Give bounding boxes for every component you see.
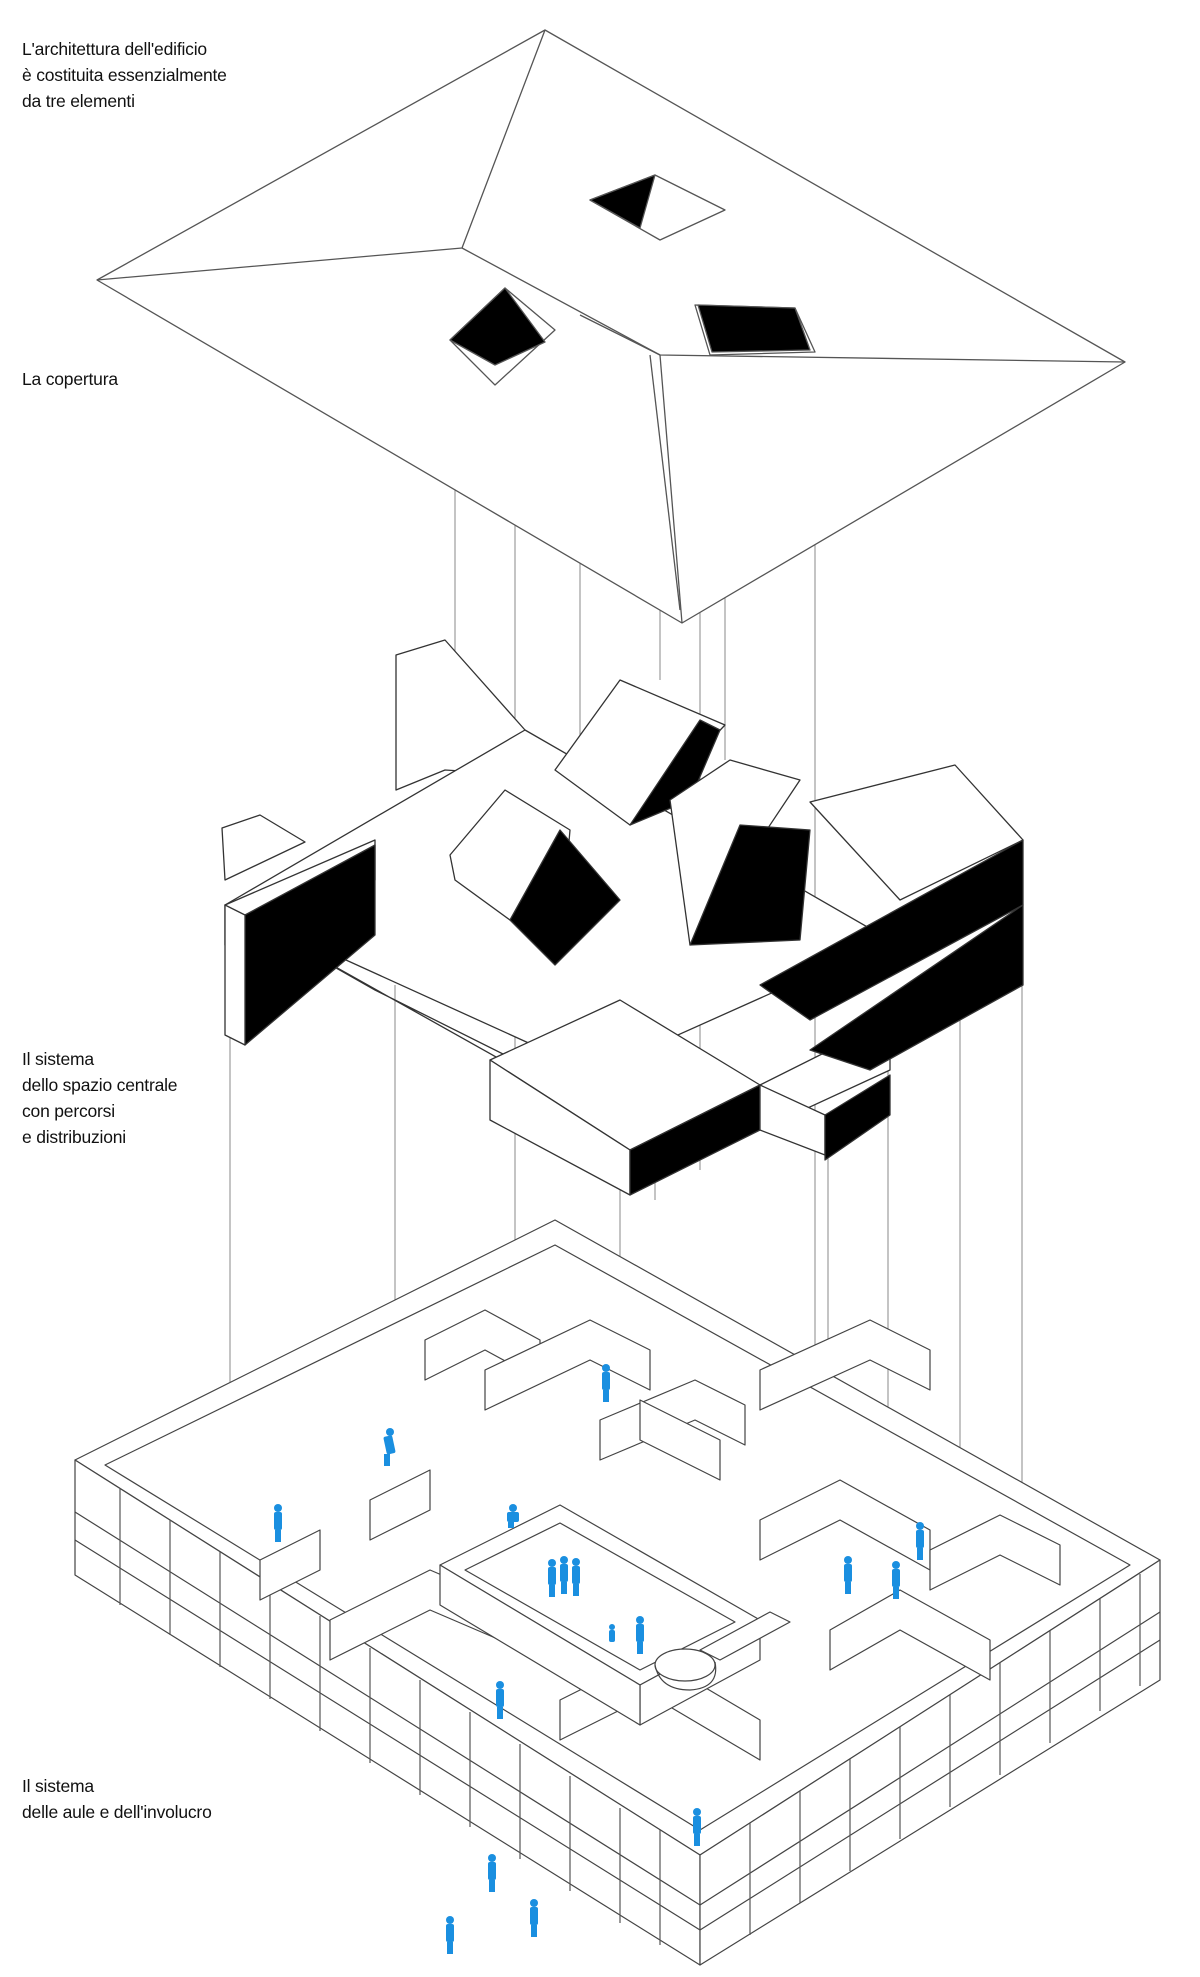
person-figure [693,1808,701,1846]
volume-2-light [554,679,726,826]
classrooms-caption-line-1: Il sistema [22,1776,94,1796]
partition-k [929,1514,1061,1591]
central-caption-line-2: dello spazio centrale [22,1075,178,1095]
central-caption-line-4: e distribuzioni [22,1127,126,1147]
intro-caption-line-1: L'architettura dell'edificio [22,39,207,59]
spiral-stair [654,1611,791,1691]
person-figure [488,1854,496,1892]
person-figure [602,1364,610,1402]
roof-caption-line-1: La copertura [22,369,118,389]
intro-caption: L'architettura dell'edificio è costituit… [22,36,227,114]
left-wing-front [224,904,246,1046]
atrium-left-wall [439,1564,641,1726]
person-figure [274,1504,282,1542]
partition-g [259,1529,321,1601]
spine-end-shadow [824,1074,891,1161]
skylight-openings [449,174,816,386]
partition-d [759,1319,931,1411]
person-figure [530,1899,538,1937]
person-figure [609,1624,615,1642]
central-caption-line-1: Il sistema [22,1049,94,1069]
left-stub [221,814,306,881]
partition-f [369,1469,431,1541]
facade-left-pilasters [119,1488,661,1945]
classrooms-caption-line-2: delle aule e dell'involucro [22,1802,212,1822]
central-space-layer [221,639,1024,1196]
atrium-floor [464,1522,736,1671]
partition-e [639,1399,721,1481]
central-space-caption: Il sistema dello spazio centrale con per… [22,1046,178,1150]
roof-outline [96,29,1126,624]
roof-layer [96,29,1126,624]
person-figure [636,1616,644,1654]
person-figure [507,1504,519,1528]
right-bar-shadow-lower [809,904,1024,1071]
person-figure [383,1428,396,1466]
person-figure [446,1916,454,1954]
intro-caption-line-3: da tre elementi [22,91,135,111]
person-figure [496,1681,504,1719]
person-figure [560,1556,568,1594]
person-figure [916,1522,924,1560]
volume-3-dark [689,824,811,946]
person-figure [892,1561,900,1599]
facade-right [699,1559,1161,1966]
person-figure [548,1559,556,1597]
intro-caption-line-2: è costituita essenzialmente [22,65,227,85]
partition-j [829,1589,991,1681]
volume-1-dark [509,829,621,966]
volume-2-dark [629,719,721,826]
person-figure [572,1558,580,1596]
facade-right-pilasters [749,1574,1141,1935]
skylight-volumes [449,679,811,966]
roof-caption: La copertura [22,366,118,392]
classrooms-envelope-layer [74,1219,1161,1966]
person-figure [844,1556,852,1594]
classrooms-caption: Il sistema delle aule e dell'involucro [22,1773,212,1825]
central-caption-line-3: con percorsi [22,1101,115,1121]
people-figures [274,1364,924,1954]
partition-b [484,1319,651,1411]
